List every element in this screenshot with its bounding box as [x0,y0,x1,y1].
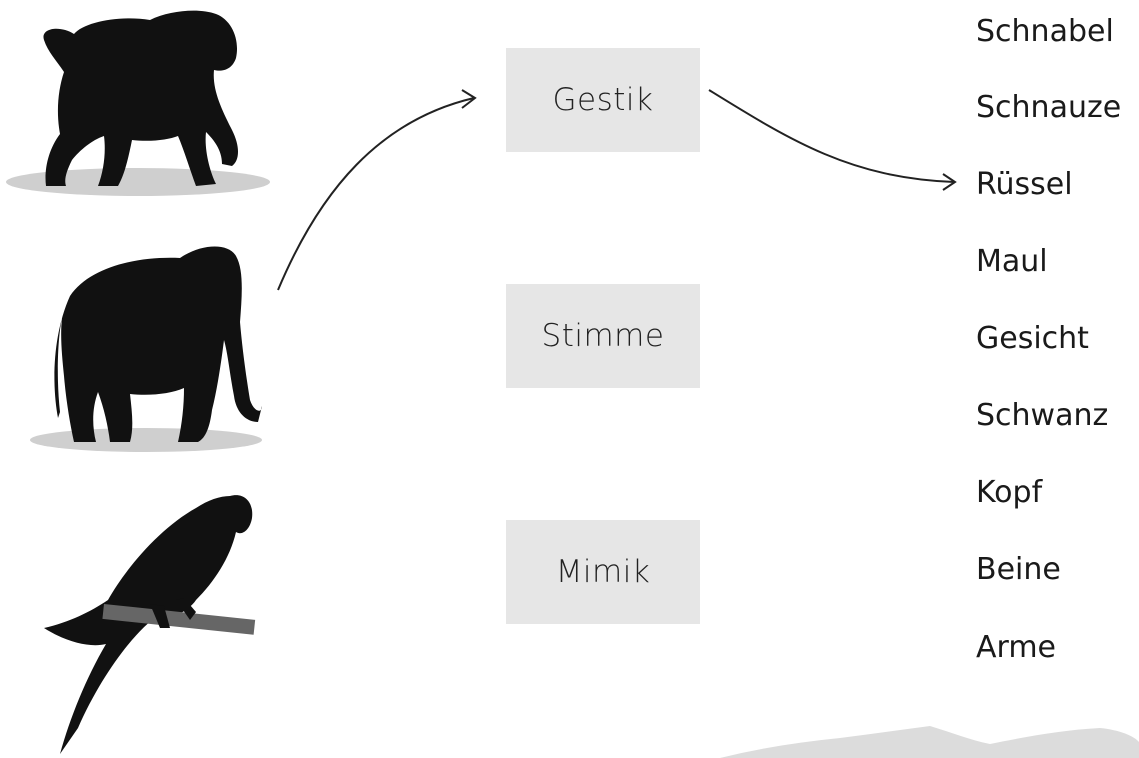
arrow-gestik-to-ruessel [708,89,955,183]
word-item[interactable]: Kopf [976,475,1043,510]
word-item[interactable]: Maul [976,244,1048,279]
elephant-silhouette [30,246,262,452]
baboon-silhouette [6,10,270,196]
word-item[interactable]: Rüssel [976,167,1073,202]
category-box-gestik[interactable]: Gestik [506,48,700,152]
word-item[interactable]: Gesicht [976,321,1089,356]
word-item[interactable]: Schnabel [976,14,1114,49]
arrow-elephant-to-gestik [277,97,475,291]
category-label: Mimik [555,554,651,590]
map-fragment [720,726,1139,758]
parrot-silhouette [44,495,256,754]
word-item[interactable]: Schwanz [976,398,1109,433]
word-item[interactable]: Arme [976,630,1057,665]
category-box-mimik[interactable]: Mimik [506,520,700,624]
category-box-stimme[interactable]: Stimme [506,284,700,388]
word-item[interactable]: Beine [976,552,1061,587]
word-item[interactable]: Schnauze [976,90,1122,125]
category-label: Gestik [552,82,654,118]
category-label: Stimme [541,318,665,354]
